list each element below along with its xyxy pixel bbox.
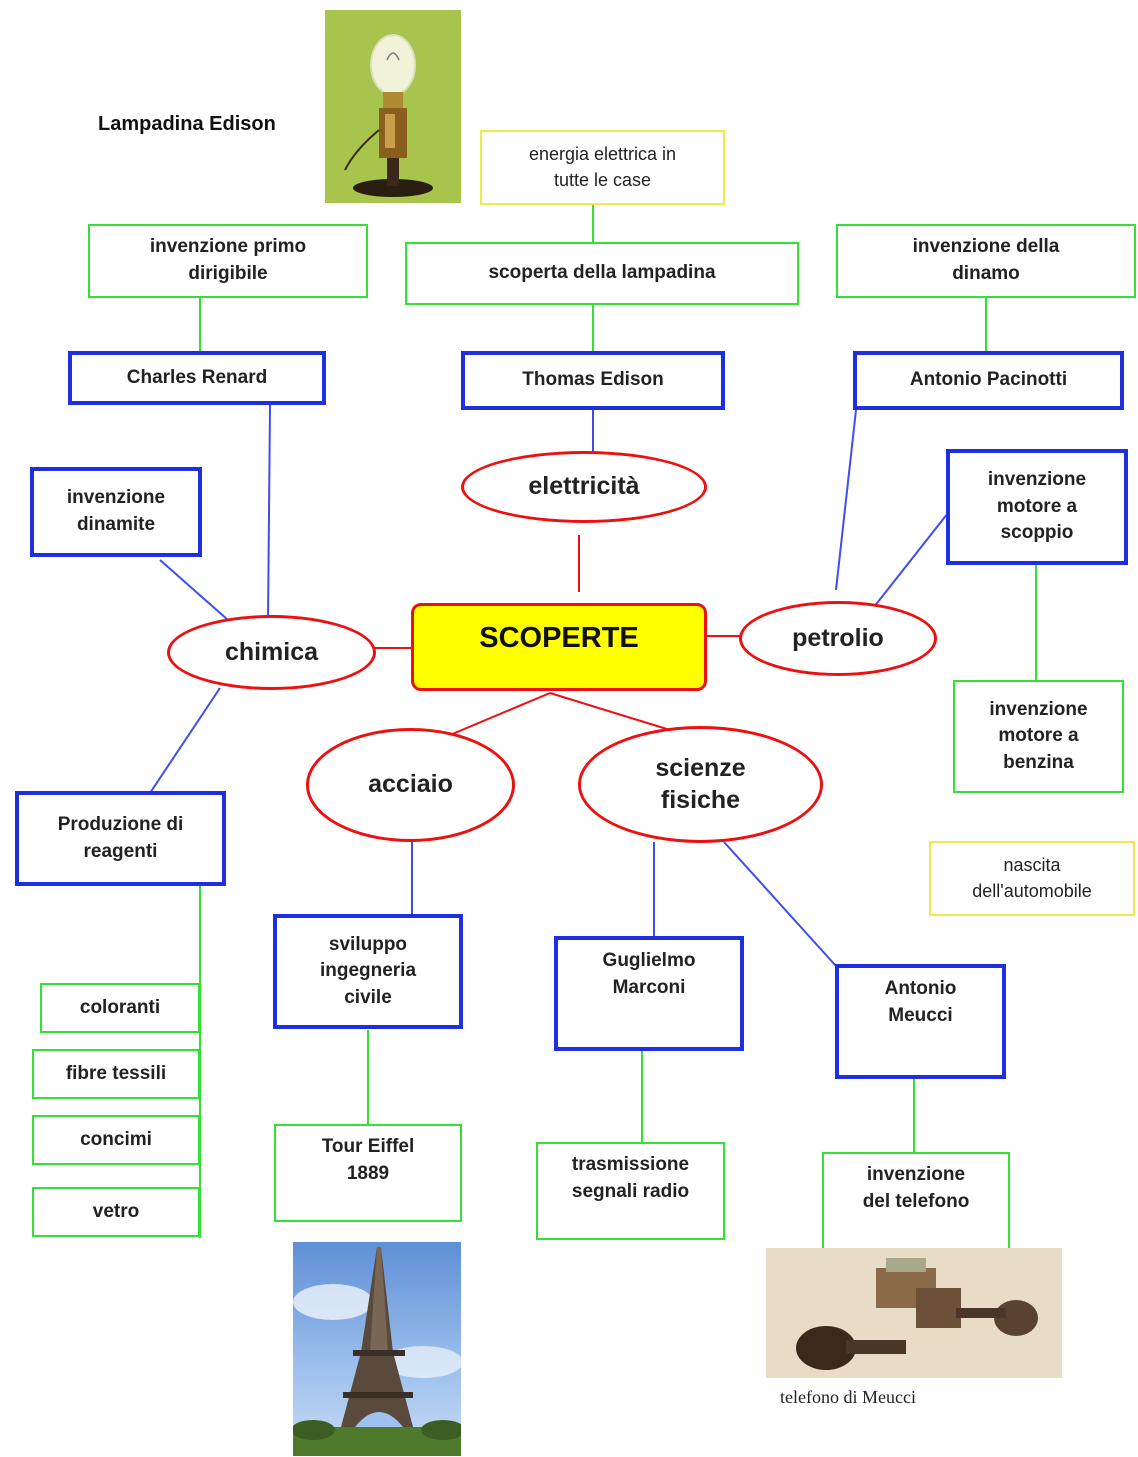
edison-lightbulb-image (325, 10, 461, 203)
antonio-pacinotti-box: Antonio Pacinotti (853, 351, 1124, 410)
chimica-category: chimica (167, 615, 376, 690)
charles-renard-box: Charles Renard (68, 351, 326, 405)
concimi-box: concimi (32, 1115, 200, 1165)
thomas-edison-box: Thomas Edison (461, 351, 725, 410)
telefono-meucci-image (766, 1248, 1062, 1378)
energia-elettrica-box: energia elettrica in tutte le case (480, 130, 725, 205)
tour-eiffel-box: Tour Eiffel 1889 (274, 1124, 462, 1222)
guglielmo-marconi-box: Guglielmo Marconi (554, 936, 744, 1051)
antonio-meucci-box: Antonio Meucci (835, 964, 1006, 1079)
coloranti-box: coloranti (40, 983, 200, 1033)
nascita-automobile-box: nascita dell'automobile (929, 841, 1135, 916)
scienze-fisiche-category: scienze fisiche (578, 726, 823, 843)
invenzione-dinamo-box: invenzione della dinamo (836, 224, 1136, 298)
invenzione-telefono-box: invenzione del telefono (822, 1152, 1010, 1250)
fibre-tessili-box: fibre tessili (32, 1049, 200, 1099)
lampadina-edison-caption: Lampadina Edison (98, 113, 276, 135)
tour-eiffel-image (293, 1242, 461, 1456)
vetro-box: vetro (32, 1187, 200, 1237)
invenzione-motore-scoppio-box: invenzione motore a scoppio (946, 449, 1128, 565)
invenzione-dirigibile-box: invenzione primo dirigibile (88, 224, 368, 298)
acciaio-category: acciaio (306, 728, 515, 842)
sviluppo-ingegneria-box: sviluppo ingegneria civile (273, 914, 463, 1029)
invenzione-dinamite-box: invenzione dinamite (30, 467, 202, 557)
scoperta-lampadina-box: scoperta della lampadina (405, 242, 799, 305)
petrolio-category: petrolio (739, 601, 937, 676)
invenzione-motore-benzina-box: invenzione motore a benzina (953, 680, 1124, 793)
telefono-meucci-caption: telefono di Meucci (780, 1387, 916, 1407)
elettricita-category: elettricità (461, 451, 707, 523)
trasmissione-radio-box: trasmissione segnali radio (536, 1142, 725, 1240)
scoperte-central-node: SCOPERTE (411, 603, 707, 691)
produzione-reagenti-box: Produzione di reagenti (15, 791, 226, 886)
